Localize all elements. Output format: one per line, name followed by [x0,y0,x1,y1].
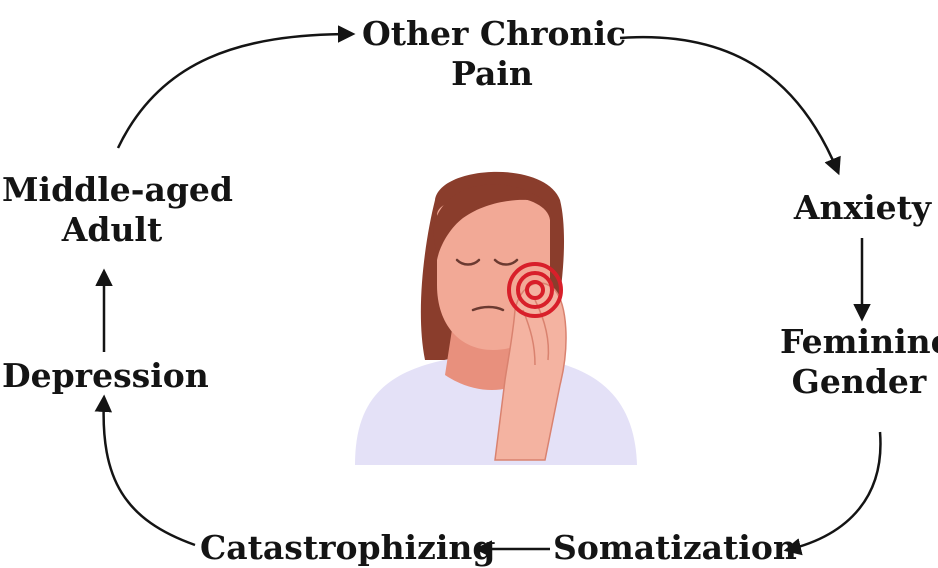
node-other-chronic-pain-line1: Other Chronic [362,14,622,54]
node-somatization-label: Somatization [553,528,783,568]
node-other-chronic-pain: Other Chronic Pain [362,14,622,94]
node-middle-aged-adult: Middle-aged Adult [2,170,222,250]
node-other-chronic-pain-line2: Pain [362,54,622,94]
arrow-catastrophizing-to-depression [104,398,195,545]
node-anxiety: Anxiety [790,188,935,228]
node-middle-aged-adult-line1: Middle-aged [2,170,222,210]
node-feminine-gender-line1: Feminine [780,322,938,362]
node-feminine-gender-line2: Gender [780,362,938,402]
node-somatization: Somatization [553,528,783,568]
woman-with-jaw-pain-icon [345,160,645,470]
node-catastrophizing-label: Catastrophizing [200,528,475,568]
arrow-pain-to-anxiety [620,37,838,172]
arrow-feminine-to-somatization [787,432,880,550]
node-middle-aged-adult-line2: Adult [2,210,222,250]
node-feminine-gender: Feminine Gender [780,322,938,402]
node-depression-label: Depression [2,356,212,396]
node-anxiety-label: Anxiety [790,188,935,228]
node-depression: Depression [2,356,212,396]
arrow-middle-aged-to-pain [118,34,352,148]
node-catastrophizing: Catastrophizing [200,528,475,568]
